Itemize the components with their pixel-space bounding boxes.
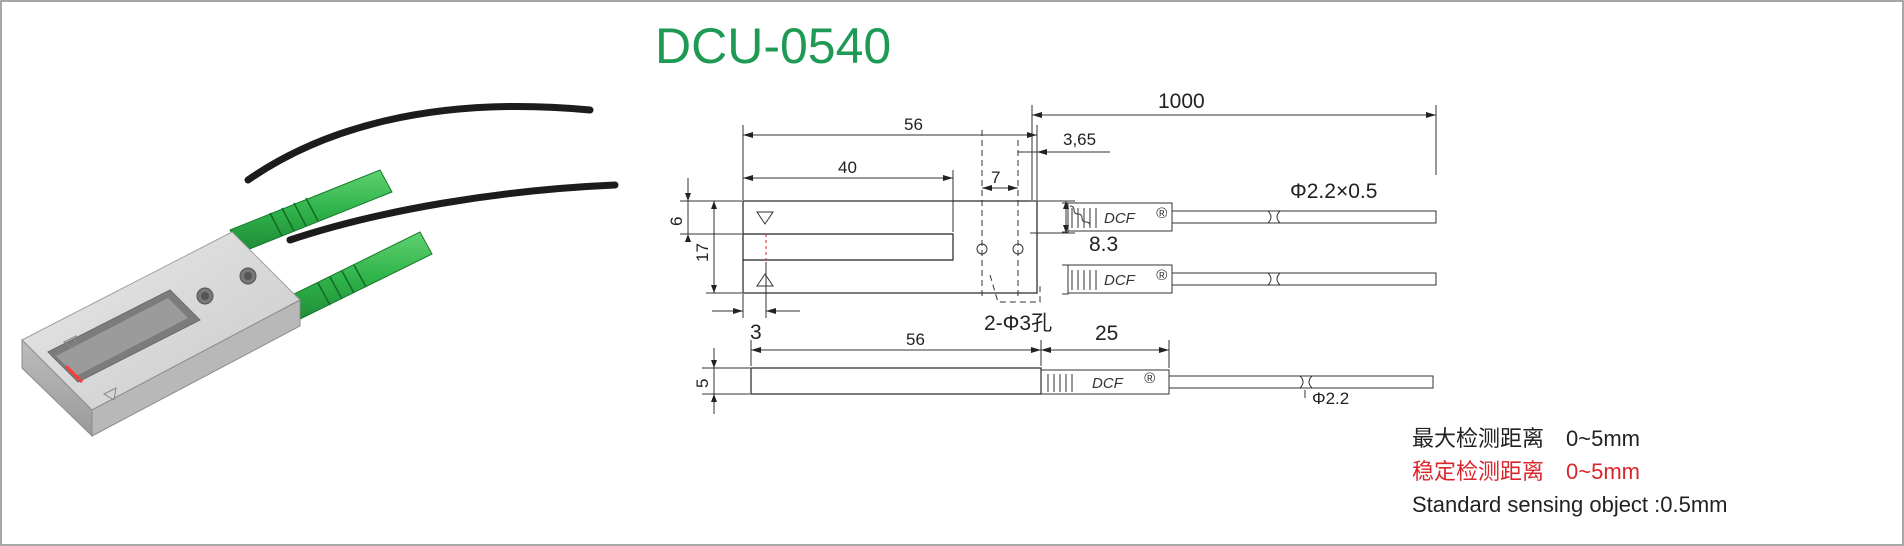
triangle-up-icon <box>756 273 774 287</box>
dim-slot-inset: 3 <box>750 321 762 344</box>
spec-sensing-object: Standard sensing object :0.5mm <box>1412 492 1728 517</box>
dim-hole-offset: 7 <box>991 168 1000 187</box>
triangle-down-icon <box>62 335 77 349</box>
dim-total-height: 17 <box>693 243 712 262</box>
mount-hole-2 <box>1012 243 1024 255</box>
slot-outline <box>743 233 954 261</box>
dim-top-height: 6 <box>667 217 686 226</box>
side-body-outline <box>750 367 1042 395</box>
dim-cable-spec: Φ2.2×0.5 <box>1290 180 1377 203</box>
cable-sleeve-upper: DCF ® <box>1062 202 1437 233</box>
side-view-drawing: DCF ® Φ2.2 56 25 5 <box>693 322 1434 414</box>
cable-lower <box>286 181 619 244</box>
logo-text: DCF <box>1092 375 1124 392</box>
light-beam <box>64 364 84 384</box>
dim-cable-length: 1000 <box>1158 90 1205 113</box>
dim-holes: 2-Φ3孔 <box>984 312 1052 335</box>
triangle-up-icon <box>102 387 117 401</box>
dim-side-sleeve: 25 <box>1095 322 1118 345</box>
dim-side-length: 56 <box>906 330 925 349</box>
logo-mark: ® <box>1156 205 1168 222</box>
logo-mark: ® <box>1144 370 1156 387</box>
cable-upper <box>244 103 594 184</box>
product-photo <box>21 103 619 438</box>
logo-text: DCF <box>1104 210 1136 227</box>
dim-side-thickness: 5 <box>693 379 712 388</box>
dim-hole-spacing: 8.3 <box>1089 233 1118 256</box>
side-cable-outline <box>1168 375 1434 389</box>
body-outline <box>742 200 1038 294</box>
specs: 最大检测距离 0~5mm 稳定检测距离 0~5mm Standard sensi… <box>1412 426 1728 517</box>
cable-sleeve-lower: DCF ® <box>1062 264 1437 295</box>
sleeve-lower <box>277 231 433 325</box>
dim-total-length: 56 <box>904 115 923 134</box>
logo-text: DCF <box>1104 272 1136 289</box>
mount-hole-1 <box>976 243 988 255</box>
spec-max-distance: 最大检测距离 0~5mm <box>1412 426 1640 451</box>
dim-side-cable-dia: Φ2.2 <box>1312 389 1349 408</box>
dim-hole-gap: 3,65 <box>1063 130 1096 149</box>
dim-slot-length: 40 <box>838 158 857 177</box>
triangle-down-icon <box>756 211 774 225</box>
top-view-drawing: DCF ® DCF ® 56 40 7 <box>667 90 1437 344</box>
product-title: DCU-0540 <box>655 18 891 74</box>
logo-mark: ® <box>1156 267 1168 284</box>
sensor-body <box>21 231 301 438</box>
sleeve-upper <box>229 169 393 253</box>
spec-stable-distance: 稳定检测距离 0~5mm <box>1412 459 1640 484</box>
